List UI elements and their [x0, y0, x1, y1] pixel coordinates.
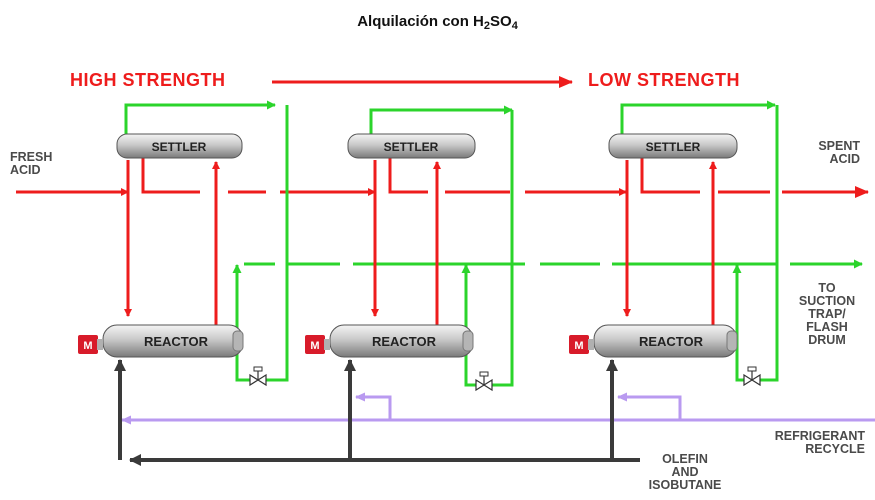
- motor-icon: M: [78, 335, 103, 354]
- high-strength-label: HIGH STRENGTH: [70, 70, 226, 90]
- unit-1: [124, 100, 289, 382]
- svg-text:M: M: [310, 340, 319, 352]
- olefin-feed-line: [114, 359, 640, 466]
- settler-label: SETTLER: [152, 140, 207, 154]
- settler-label: SETTLER: [646, 140, 701, 154]
- settler-1: SETTLER: [116, 133, 243, 159]
- reactor-label: REACTOR: [372, 334, 437, 349]
- low-strength-label: LOW STRENGTH: [588, 70, 740, 90]
- refrigerant-line: [121, 392, 875, 425]
- settler-3: SETTLER: [608, 133, 738, 159]
- motor-icon: M: [569, 335, 594, 354]
- valve-icon: [249, 366, 267, 387]
- reactor-label: REACTOR: [144, 334, 209, 349]
- svg-text:M: M: [83, 340, 92, 352]
- reactor-label: REACTOR: [639, 334, 704, 349]
- reactor-2: REACTOR: [329, 324, 474, 358]
- diagram-title: Alquilación con H2SO4: [357, 13, 518, 32]
- unit-2: [369, 105, 514, 387]
- valve-icon: [743, 366, 761, 387]
- valve-icon: [475, 371, 493, 392]
- unit-3: [620, 100, 779, 382]
- reactor-1: REACTOR: [102, 324, 244, 358]
- reactor-3: REACTOR: [593, 324, 738, 358]
- settler-label: SETTLER: [384, 140, 439, 154]
- svg-text:M: M: [574, 340, 583, 352]
- motor-icon: M: [305, 335, 330, 354]
- settler-2: SETTLER: [347, 133, 476, 159]
